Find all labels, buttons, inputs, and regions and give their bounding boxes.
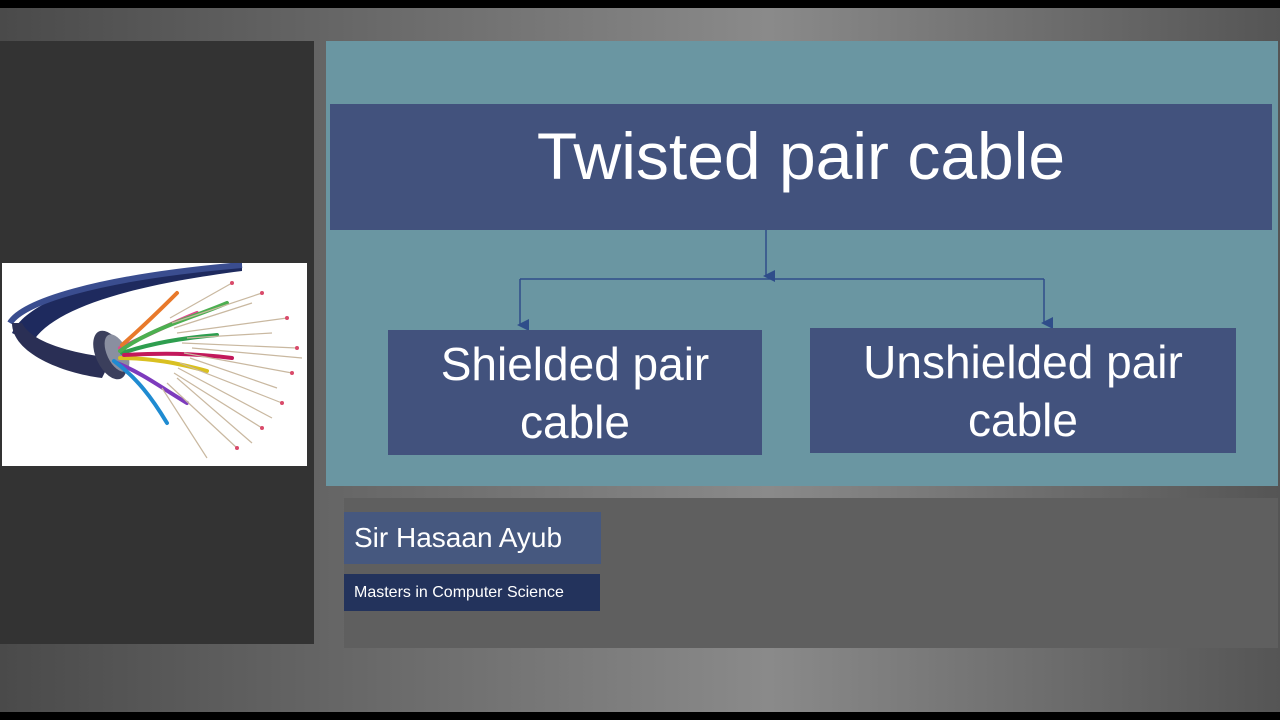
diagram-title: Twisted pair cable [330,104,1272,230]
cable-illustration [7,263,303,459]
unshielded-pair-node: Unshielded pair cable [810,328,1236,453]
presenter-degree: Masters in Computer Science [344,574,600,611]
slide-stage: Twisted pair cable Shielded pair cable U… [0,8,1280,712]
presenter-name: Sir Hasaan Ayub [344,512,601,564]
presenter-panel: Sir Hasaan Ayub Masters in Computer Scie… [344,498,1278,648]
diagram-panel: Twisted pair cable Shielded pair cable U… [326,41,1278,486]
shielded-pair-node: Shielded pair cable [388,330,762,455]
left-panel [0,41,314,644]
cable-photo [2,263,307,466]
